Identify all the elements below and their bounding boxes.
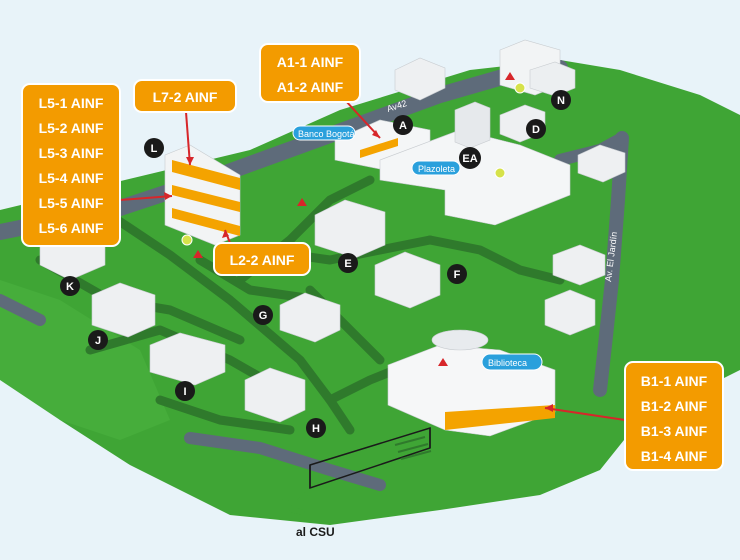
svg-text:L5-3 AINF: L5-3 AINF xyxy=(39,145,104,161)
chip-banco[interactable]: Banco Bogotá xyxy=(292,125,356,141)
svg-text:B1-1 AINF: B1-1 AINF xyxy=(641,373,708,389)
yellow-markers xyxy=(181,82,526,246)
marker-l[interactable]: L xyxy=(144,138,164,158)
svg-text:I: I xyxy=(183,386,186,398)
marker-k[interactable]: K xyxy=(60,276,80,296)
svg-text:Banco Bogotá: Banco Bogotá xyxy=(298,129,355,139)
svg-text:F: F xyxy=(454,269,461,281)
marker-h[interactable]: H xyxy=(306,418,326,438)
marker-j[interactable]: J xyxy=(88,330,108,350)
road-lower xyxy=(184,432,386,491)
marker-a[interactable]: A xyxy=(393,115,413,135)
marker-f[interactable]: F xyxy=(447,264,467,284)
road-el-jardin xyxy=(593,131,629,397)
entrance-gate xyxy=(309,426,431,490)
svg-text:L2-2 AINF: L2-2 AINF xyxy=(230,252,295,268)
svg-text:Plazoleta: Plazoleta xyxy=(418,164,455,174)
callout-leaders xyxy=(119,99,626,421)
callout-l7[interactable]: L7-2 AINF xyxy=(133,79,237,113)
marker-g[interactable]: G xyxy=(253,305,273,325)
svg-text:A: A xyxy=(399,120,407,132)
svg-text:E: E xyxy=(344,258,351,270)
svg-text:G: G xyxy=(259,310,268,322)
marker-d[interactable]: D xyxy=(526,119,546,139)
callout-arrowheads xyxy=(164,130,553,412)
callout-a1[interactable]: A1-1 AINF A1-2 AINF xyxy=(259,43,361,103)
svg-text:B1-4 AINF: B1-4 AINF xyxy=(641,448,708,464)
marker-ea[interactable]: EA xyxy=(459,147,481,169)
svg-text:N: N xyxy=(557,95,565,107)
svg-text:L5-5 AINF: L5-5 AINF xyxy=(39,195,104,211)
svg-text:L5-1 AINF: L5-1 AINF xyxy=(39,95,104,111)
svg-text:B1-2 AINF: B1-2 AINF xyxy=(641,398,708,414)
marker-n[interactable]: N xyxy=(551,90,571,110)
red-markers xyxy=(193,72,515,366)
exit-arrow xyxy=(282,492,308,515)
orange-stripes xyxy=(172,138,555,430)
marker-e[interactable]: E xyxy=(338,253,358,273)
svg-text:J: J xyxy=(95,335,101,347)
svg-text:EA: EA xyxy=(462,153,477,165)
svg-text:K: K xyxy=(66,281,74,293)
exit-label: al CSU xyxy=(296,525,335,539)
svg-text:A1-2 AINF: A1-2 AINF xyxy=(277,79,344,95)
callout-b1[interactable]: B1-1 AINF B1-2 AINF B1-3 AINF B1-4 AINF xyxy=(624,361,724,471)
chip-biblioteca[interactable]: Biblioteca xyxy=(481,353,543,371)
callout-l5[interactable]: L5-1 AINF L5-2 AINF L5-3 AINF L5-4 AINF … xyxy=(21,83,121,247)
svg-text:L5-4 AINF: L5-4 AINF xyxy=(39,170,104,186)
svg-text:D: D xyxy=(532,124,540,136)
chip-plazoleta[interactable]: Plazoleta xyxy=(411,160,461,176)
svg-text:L7-2 AINF: L7-2 AINF xyxy=(153,89,218,105)
building-top-left xyxy=(394,57,446,101)
road-left-lower xyxy=(0,294,46,326)
svg-text:L5-6 AINF: L5-6 AINF xyxy=(39,220,104,236)
callout-l2[interactable]: L2-2 AINF xyxy=(213,242,311,276)
svg-text:L5-2 AINF: L5-2 AINF xyxy=(39,120,104,136)
svg-text:Biblioteca: Biblioteca xyxy=(488,358,527,368)
svg-text:B1-3 AINF: B1-3 AINF xyxy=(641,423,708,439)
marker-i[interactable]: I xyxy=(175,381,195,401)
svg-text:L: L xyxy=(151,143,158,155)
building-markers: A N D EA L K E F G J I H xyxy=(60,90,571,438)
svg-text:H: H xyxy=(312,423,320,435)
svg-text:A1-1 AINF: A1-1 AINF xyxy=(277,54,344,70)
stairs xyxy=(394,436,432,460)
